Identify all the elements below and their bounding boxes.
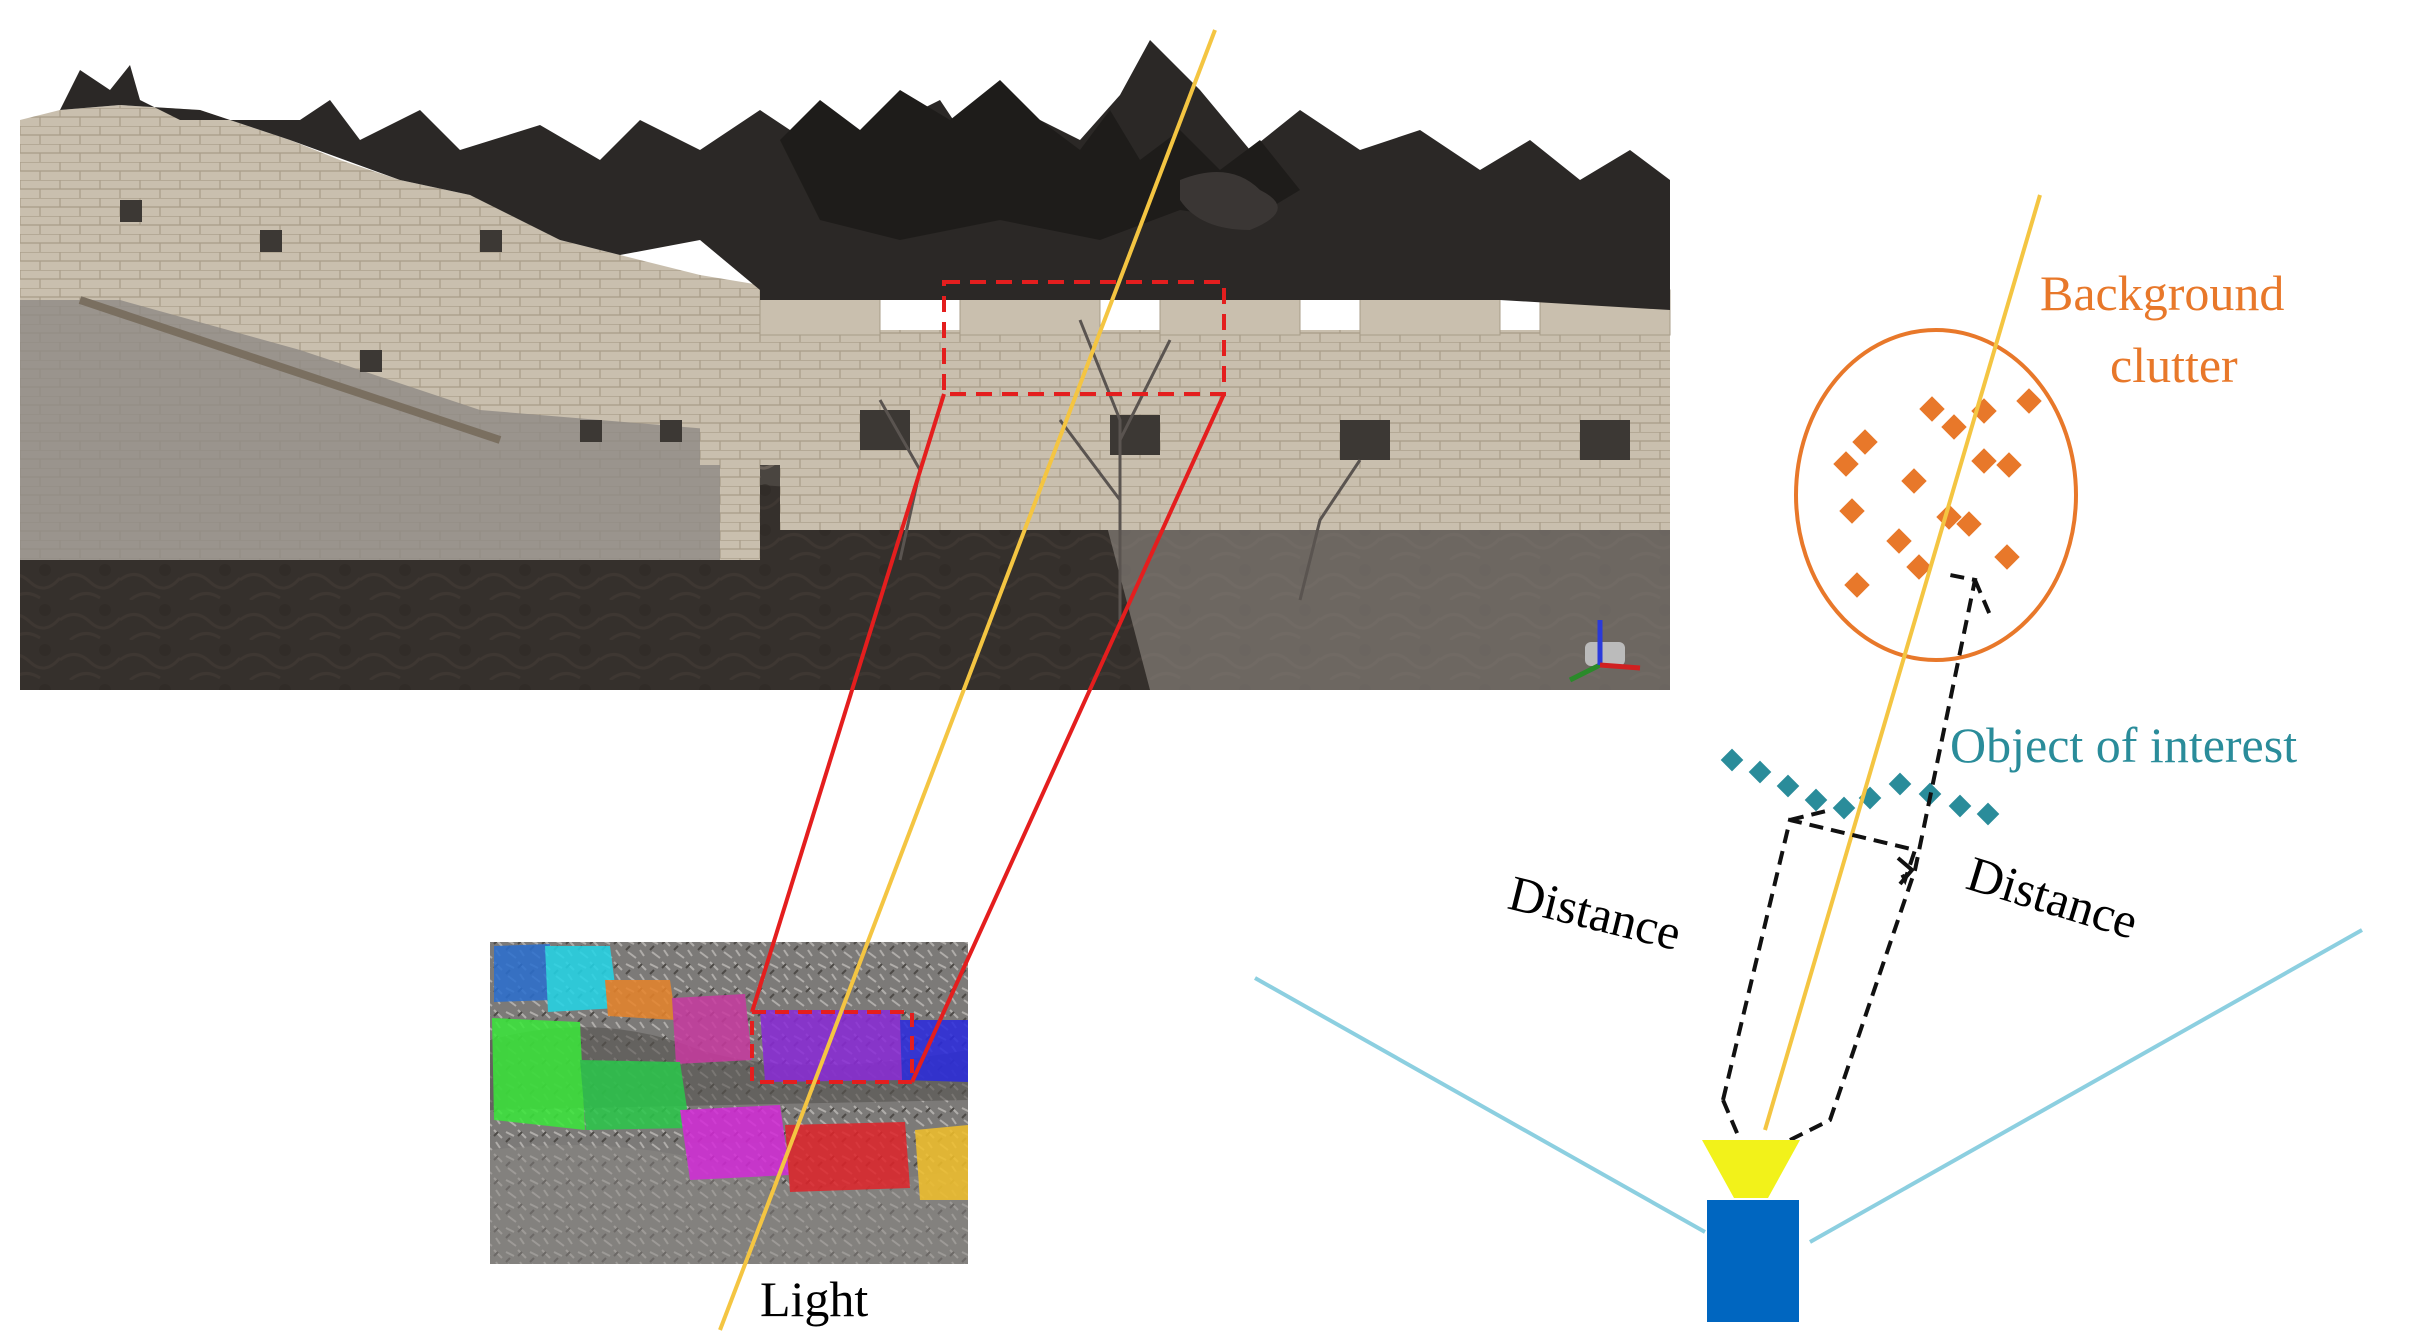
background-clutter-label-line1: Background [2040, 265, 2284, 321]
segment-purple [760, 1010, 905, 1082]
clutter-points [1833, 388, 2042, 598]
lidar-sensor-icon [1702, 1140, 1800, 1322]
zoom-box-top [942, 280, 1226, 396]
segment-magenta-top [672, 994, 752, 1064]
distance-bracket-short [1721, 808, 1918, 1141]
segment-yellow [915, 1125, 968, 1200]
zoom-line-right [910, 393, 1226, 1083]
segmented-inset-image [490, 942, 968, 1264]
object-of-interest-label: Object of interest [1950, 717, 2297, 773]
zoom-line-left [750, 393, 946, 1013]
lidar-body [1707, 1200, 1799, 1322]
fov-line-right [1809, 928, 2363, 1244]
distance-bracket-arrow [1896, 856, 1915, 886]
light-ray-left [718, 29, 1217, 1331]
distance-bracket-long [1789, 573, 1992, 1142]
light-ray-right [1763, 194, 2042, 1131]
segment-cyan [545, 946, 618, 1012]
distance-label-right: Distance [1961, 845, 2145, 950]
segment-orange [605, 980, 676, 1020]
segment-red [785, 1122, 910, 1192]
segment-green [492, 1018, 585, 1130]
object-points [1720, 748, 2000, 826]
background-clutter-label-line2: clutter [2110, 337, 2238, 393]
axis-gizmo-icon [1568, 620, 1641, 683]
segment-magenta-bottom [680, 1105, 790, 1180]
zoom-box-inset [750, 1010, 914, 1084]
distance-label-left: Distance [1503, 864, 1686, 961]
background-clutter-ellipse [1794, 328, 2078, 662]
segment-blue [494, 944, 552, 1002]
lidar-emitter [1702, 1140, 1800, 1198]
light-label: Light [760, 1271, 868, 1327]
wall-pointcloud-image [20, 40, 1671, 690]
fov-line-left [1254, 976, 1706, 1234]
segment-green-2 [580, 1060, 690, 1130]
